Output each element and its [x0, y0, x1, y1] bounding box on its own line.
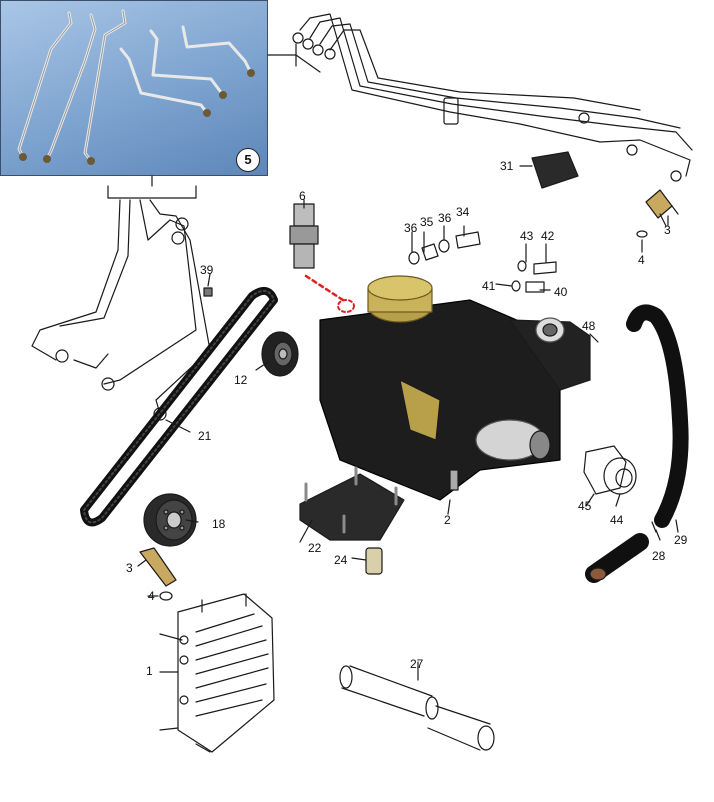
callout-3-upper: 3: [664, 223, 671, 237]
callout-36-right: 36: [438, 211, 452, 225]
callout-4-lower: 4: [148, 589, 155, 603]
part-39-fitting: [203, 287, 213, 297]
parts-34-36-fittings: [408, 231, 481, 265]
part-22-mounting-bracket: [299, 466, 405, 541]
injection-pipes-photo: 5: [0, 0, 268, 176]
pipes-photo-art: [17, 9, 255, 165]
callout-29: 29: [674, 533, 688, 547]
callout-31: 31: [500, 159, 514, 173]
callout-2: 2: [444, 513, 451, 527]
left-injection-pipes: [31, 175, 211, 421]
part-6-valve: [289, 203, 319, 269]
callout-22: 22: [308, 541, 322, 555]
part-1-cylinder-head: [159, 593, 275, 753]
callout-28: 28: [652, 549, 666, 563]
pipe-clamp-upper: [443, 97, 459, 125]
callout-39: 39: [200, 263, 214, 277]
callout-6: 6: [299, 189, 306, 203]
callout-43: 43: [520, 229, 534, 243]
callout-1: 1: [146, 664, 153, 678]
callout-27: 27: [410, 657, 424, 671]
parts-44-45-sensor: [583, 445, 637, 495]
callout-44: 44: [610, 513, 624, 527]
callout-4-upper: 4: [638, 253, 645, 267]
part-3-sender-lower: [139, 547, 177, 587]
inset-number-badge: 5: [236, 148, 260, 172]
part-21-timing-belt: [80, 286, 278, 527]
callout-34: 34: [456, 205, 470, 219]
part-3-sender-upper: [645, 189, 679, 227]
part-24-sleeve: [365, 547, 383, 575]
part-2-injection-pump: [319, 275, 591, 501]
callout-41: 41: [482, 279, 496, 293]
part-18-pulley: [143, 493, 197, 547]
upper-injection-pipes: [292, 13, 693, 182]
part-28-hose-end: [585, 533, 649, 583]
part-27-tube: [339, 665, 495, 751]
part-12-pulley: [261, 331, 299, 377]
callout-3-lower: 3: [126, 561, 133, 575]
callout-40: 40: [554, 285, 568, 299]
callout-18: 18: [212, 517, 226, 531]
callout-35: 35: [420, 215, 434, 229]
part-48-clip: [651, 521, 657, 533]
part-4-seal-upper: [636, 230, 648, 238]
callout-36-left: 36: [404, 221, 418, 235]
part-31-pipe-clamp: [519, 151, 579, 189]
part-4-seal-lower: [159, 591, 173, 601]
callout-45: 45: [578, 499, 592, 513]
callout-12: 12: [234, 373, 248, 387]
callout-21: 21: [198, 429, 212, 443]
callout-48: 48: [582, 319, 596, 333]
callout-24: 24: [334, 553, 348, 567]
parts-40-43-fittings: [511, 260, 557, 293]
callout-42: 42: [541, 229, 555, 243]
part-29-hose: [626, 304, 689, 528]
red-dashed-leader: [304, 274, 348, 304]
